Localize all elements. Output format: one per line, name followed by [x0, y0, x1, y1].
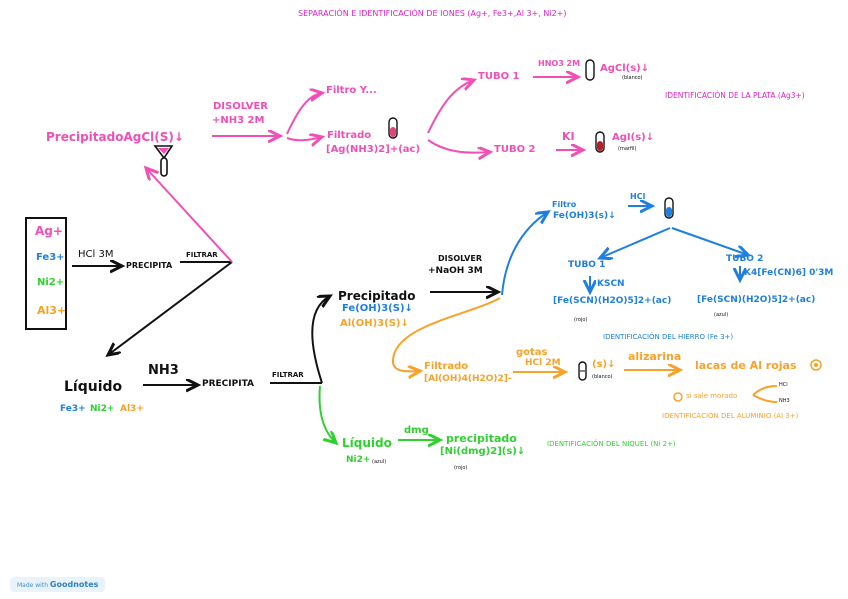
silver-arrows	[146, 77, 583, 263]
page-title: SEPARACIÓN E IDENTIFICACIÓN DE IONES (Ag…	[298, 9, 567, 18]
funnel-icon	[153, 145, 174, 177]
ni-liquid-label: Líquido	[342, 436, 392, 450]
step2-filtrar: FILTRAR	[272, 371, 304, 379]
al-gotas: gotas	[516, 347, 548, 358]
iron-identification: IDENTIFICACIÓN DEL HIERRO (Fe 3+)	[603, 333, 734, 341]
al-complex: [Al(OH)4(H2O)2]-	[424, 374, 512, 384]
silver-tubo2-product: AgI(s)↓	[612, 132, 655, 143]
precip2-al: Al(OH)3(S)↓	[340, 318, 409, 329]
al-filtrado: Filtrado	[424, 361, 469, 372]
precip2-label: Precipitado	[338, 289, 416, 303]
ni-product: [Ni(dmg)2](s)↓	[440, 446, 526, 457]
liquid1-label: Líquido	[64, 379, 123, 395]
silver-tubo2-color: (marfil)	[618, 146, 637, 152]
silver-disolver: DISOLVER	[213, 101, 268, 112]
liquid1-ion-fe: Fe3+	[60, 404, 86, 414]
test-tube-icon	[595, 131, 605, 153]
silver-tubo1-reagent: HNO3 2M	[538, 59, 581, 68]
note-bullet-icon	[673, 392, 683, 402]
precip2-fe: Fe(OH)3(S)↓	[342, 303, 413, 314]
silver-tubo2: TUBO 2	[494, 144, 536, 155]
step1-reagent: HCl 3M	[78, 249, 114, 260]
test-tube-icon	[578, 361, 587, 381]
silver-tubo1-product: AgCl(s)↓	[600, 63, 650, 74]
iron-arrows	[501, 206, 748, 295]
ion-ni: Ni2+	[37, 277, 65, 288]
badge-brand: Goodnotes	[49, 580, 99, 589]
test-tube-icon	[664, 197, 674, 219]
badge-made: Made with	[17, 582, 48, 589]
iron-tubo1-product: [Fe(SCN)(H2O)5]2+(ac)	[553, 296, 672, 306]
al-note-hcl: HCl	[779, 382, 788, 388]
iron-reagent: HCl	[630, 192, 646, 201]
silver-tubo1-color: (blanco)	[622, 75, 643, 81]
iron-tubo2-reagent: K4[Fe(CN)6] 0'3M	[744, 268, 834, 278]
ni-color: (azul)	[372, 459, 387, 465]
silver-complex: [Ag(NH3)2]+(ac)	[326, 144, 421, 155]
step1-precipita: PRECIPITA	[126, 261, 173, 270]
al-reagent: HCl 2M	[525, 358, 561, 368]
iron-tubo1: TUBO 1	[568, 260, 606, 270]
al-alizarina: alizarina	[628, 350, 682, 363]
main-arrows	[72, 262, 498, 385]
al-note: si sale morado	[686, 392, 738, 400]
silver-precipitado: PrecipitadoAgCl(S)↓	[46, 130, 184, 144]
precip2-disolver: DISOLVER	[438, 254, 482, 263]
al-note-nh3: NH3	[779, 398, 790, 404]
iron-tubo2: TUBO 2	[726, 254, 764, 264]
aluminium-arrows	[391, 297, 778, 403]
test-tube-icon	[585, 59, 595, 81]
target-icon	[810, 359, 822, 371]
test-tube-icon	[388, 117, 398, 139]
iron-filtro: Filtro	[552, 200, 577, 209]
iron-tubo2-product: [Fe(SCN)(H2O)5]2+(ac)	[697, 295, 816, 305]
ni-ion: Ni2+	[346, 455, 371, 465]
silver-filtrado: Filtrado	[327, 130, 372, 141]
nickel-arrows	[318, 385, 440, 443]
ni-precipitado: precipitado	[446, 432, 517, 445]
al-product: (s)↓	[592, 359, 616, 370]
iron-tubo2-color: (azul)	[714, 312, 729, 318]
step1-filtrar: FILTRAR	[186, 251, 218, 259]
iron-precip: Fe(OH)3(s)↓	[553, 211, 616, 221]
iron-tubo1-reagent: KSCN	[597, 279, 625, 289]
step2-reagent: NH3	[148, 363, 179, 378]
iron-tubo1-color: (rojo)	[574, 317, 588, 323]
ni-reagent: dmg	[404, 425, 429, 436]
silver-reagent: +NH3 2M	[212, 115, 265, 126]
ions-box	[25, 217, 67, 330]
silver-tubo1: TUBO 1	[478, 71, 520, 82]
liquid1-ion-al: Al3+	[120, 404, 144, 414]
precip2-reagent: +NaOH 3M	[428, 266, 483, 276]
ion-fe: Fe3+	[36, 252, 65, 263]
silver-tubo2-reagent: KI	[562, 130, 575, 143]
ion-ag: Ag+	[35, 224, 63, 238]
silver-identification: IDENTIFICACIÓN DE LA PLATA (Ag3+)	[665, 91, 805, 100]
ion-al: Al3+	[37, 304, 67, 317]
step2-precipita: PRECIPITA	[202, 379, 254, 389]
ni-product-color: (rojo)	[454, 465, 468, 471]
al-lacas: lacas de Al rojas	[695, 359, 797, 372]
liquid1-ion-ni: Ni2+	[90, 404, 115, 414]
ni-identification: IDENTIFICACIÓN DEL NÍQUEL (Ni 2+)	[547, 440, 676, 448]
silver-filtro: Filtro Y...	[326, 85, 377, 96]
al-product-color: (blanco)	[592, 374, 613, 380]
made-with-badge[interactable]: Made with Goodnotes	[10, 577, 106, 592]
al-identification: IDENTIFICACIÓN DEL ALUMINIO (Al 3+)	[662, 412, 799, 420]
